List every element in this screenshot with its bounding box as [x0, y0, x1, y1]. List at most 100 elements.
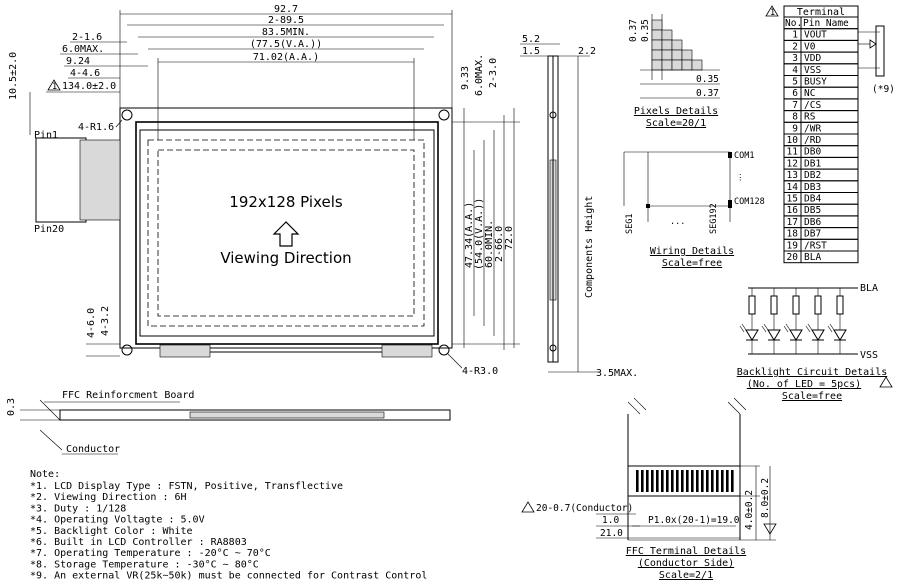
wiring-details: COM1 ⋮ COM128 SEG1 SEG192 ... Wiring Det…: [623, 151, 765, 269]
backlight-scale: Scale=free: [782, 391, 842, 402]
ffc-dim-80: 8.0±0.2: [760, 478, 771, 518]
terminal-row-no: 2: [792, 41, 798, 52]
pcb-outline: [119, 107, 453, 349]
pixels-details: 0.37 0.35 0.35 0.37 Pixels Details Scale: [628, 14, 720, 129]
com1-label: COM1: [734, 151, 754, 161]
ffc-terminal-details: 4.0±0.2 8.0±0.2 20-0.7(Conductor) 1.0 21…: [521, 397, 777, 581]
note-item: *7. Operating Temperature : -20°C ~ 70°C: [30, 548, 271, 559]
terminal-row-pin: RS: [804, 112, 816, 123]
terminal-row-pin: DB4: [804, 194, 821, 205]
mount-hole-br: [438, 344, 450, 356]
dim-right-2: 6.0MAX.: [474, 54, 485, 96]
dim-left-1: 2-1.6: [72, 32, 102, 43]
dim-left-3: 9.24: [66, 56, 90, 67]
terminal-row-pin: VSS: [804, 65, 821, 76]
dim-bottom-2: 4-3.2: [100, 306, 111, 336]
dim-window-min: 83.5MIN.: [262, 27, 310, 38]
note-item: *3. Duty : 1/128: [30, 503, 126, 514]
ffc-contact: [686, 470, 689, 492]
note-item: *8. Storage Temperature : -30°C ~ 80°C: [30, 559, 259, 570]
ffc-contact: [656, 470, 659, 492]
pix-dim-035-top: 0.35: [640, 19, 651, 42]
backlight-circuit: BLA VSS Backlight Circuit Details (No. o…: [737, 283, 893, 402]
mount-hole-bl: [121, 344, 133, 356]
dim-active-area: 71.02(A.A.): [253, 52, 319, 63]
seg192-label: SEG192: [709, 203, 719, 234]
ffc-contact: [661, 470, 664, 492]
dim-left-2: 6.0MAX.: [62, 44, 104, 55]
ffc-dim-pitch-count: 20-0.7(Conductor): [536, 503, 633, 514]
ffc-contact: [646, 470, 649, 492]
terminal-row-pin: /WR: [804, 123, 821, 134]
terminal-row-pin: DB6: [804, 217, 821, 228]
bezel-outline: [135, 121, 439, 345]
vss-label: VSS: [860, 350, 878, 361]
terminal-row-pin: DB0: [804, 147, 821, 158]
dim-right-3: 2-3.0: [488, 58, 499, 88]
terminal-row-no: 1: [792, 30, 798, 41]
dim-5-2: 5.2: [522, 34, 540, 45]
terminal-row-pin: DB7: [804, 229, 821, 240]
terminal-row-no: 11: [787, 147, 799, 158]
mount-hole-tr: [438, 109, 450, 121]
components-height-label: Components Height: [584, 196, 595, 298]
ffc-conductor-label: Conductor: [66, 444, 120, 455]
ffc-dim-10: 1.0: [602, 515, 619, 526]
terminal-row-no: 16: [787, 205, 799, 216]
led-icon: [767, 329, 781, 341]
terminal-row-pin: V0: [804, 41, 816, 52]
terminal-row-pin: /RST: [804, 240, 827, 251]
note-item: *5. Backlight Color : White: [30, 526, 193, 537]
pix-dim-037: 0.37: [696, 88, 719, 99]
pin1-label: Pin1: [34, 130, 58, 141]
terminal-row-no: 4: [792, 65, 798, 76]
ffc-dim-210: 21.0: [600, 528, 623, 539]
ffc-contact: [641, 470, 644, 492]
ffc-contact: [666, 470, 669, 492]
ffc-contact: [651, 470, 654, 492]
ffc-reinforcement-label: FFC Reinforcment Board: [62, 390, 194, 401]
terminal-row-pin: VDD: [804, 53, 821, 64]
resistor-icon: [770, 295, 778, 315]
mount-hole-tl: [121, 109, 133, 121]
side-view: 5.2 1.5 2.2 Components Height 3.5MAX.: [520, 34, 638, 379]
terminal-title: Terminal: [797, 7, 845, 18]
front-view: 92.7 2-89.5 83.5MIN. (77.5(V.A.)) 71.02(…: [8, 4, 520, 377]
terminal-row-no: 19: [787, 240, 799, 251]
note-item: *1. LCD Display Type : FSTN, Positive, T…: [30, 481, 343, 492]
com128-label: COM128: [734, 197, 765, 207]
svg-text:1: 1: [770, 8, 775, 18]
ffc-contact: [726, 470, 729, 492]
terminal-row-pin: /CS: [804, 100, 821, 111]
notes-header: Note:: [30, 469, 60, 480]
resolution-label: 192x128 Pixels: [229, 193, 343, 211]
dim-left-5: 134.0±2.0: [62, 81, 116, 92]
terminal-row-pin: DB1: [804, 158, 821, 169]
ffc-side-view: FFC Reinforcment Board 0.3 Conductor: [6, 390, 451, 455]
resistor-icon: [836, 295, 844, 315]
dim-right-height: 72.0: [504, 226, 515, 250]
terminal-row-no: 6: [792, 88, 798, 99]
terminal-row-no: 17: [787, 217, 798, 228]
terminal-row-no: 10: [787, 135, 799, 146]
note-item: *2. Viewing Direction : 6H: [30, 492, 187, 503]
terminal-row-pin: DB3: [804, 182, 821, 193]
dim-bottom-1: 4-6.0: [86, 308, 97, 338]
dim-right-min: 60.0MIN.: [484, 220, 495, 268]
ffc-terminal-contacts: [627, 465, 741, 497]
resistor-icon: [792, 295, 800, 315]
seg1-label: SEG1: [625, 214, 635, 234]
ffc-terminal-subtitle: (Conductor Side): [638, 558, 734, 569]
terminal-row-pin: DB5: [804, 205, 821, 216]
ffc-contact: [676, 470, 679, 492]
terminal-col-no: No.: [785, 18, 802, 29]
terminal-row-no: 15: [787, 194, 798, 205]
terminal-col-pin: Pin Name: [803, 18, 849, 29]
backlight-title: Backlight Circuit Details: [737, 367, 888, 378]
vr-note-ref: (*9): [872, 84, 895, 95]
ffc-contact: [681, 470, 684, 492]
dim-right-aa: 47.34(A.A.): [464, 202, 475, 268]
ffc-contact: [691, 470, 694, 492]
